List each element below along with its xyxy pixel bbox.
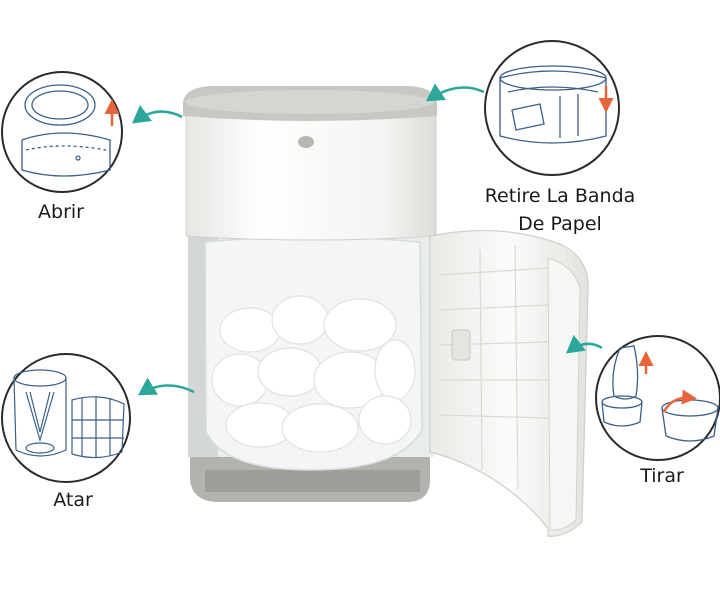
step-atar-illustration [1, 353, 131, 483]
arrow-tirar [566, 334, 603, 354]
step-label-atar: Atar [38, 486, 108, 514]
step-abrir-illustration [1, 71, 123, 193]
step-label-abrir-text: Abrir [38, 201, 84, 223]
arrow-retire [425, 83, 485, 102]
diapers [211, 295, 416, 453]
step-label-atar-text: Atar [53, 489, 93, 511]
diaper-pail [183, 86, 437, 502]
step-label-abrir: Abrir [26, 198, 96, 226]
step-tirar-illustration [595, 335, 720, 461]
pail-body [185, 111, 437, 241]
step-label-retire-line2: De Papel [518, 213, 602, 235]
lid-button [298, 136, 314, 148]
pail-door [429, 229, 589, 537]
pointer-arrows [131, 83, 603, 396]
step-label-tirar: Tirar [624, 462, 700, 490]
arrow-abrir [131, 105, 183, 124]
step-retire-illustration [484, 40, 620, 176]
step-label-retire: Retire La Banda De Papel [470, 182, 650, 238]
arrow-atar [137, 377, 195, 396]
step-label-tirar-text: Tirar [640, 465, 684, 487]
step-label-retire-line1: Retire La Banda [484, 185, 636, 207]
